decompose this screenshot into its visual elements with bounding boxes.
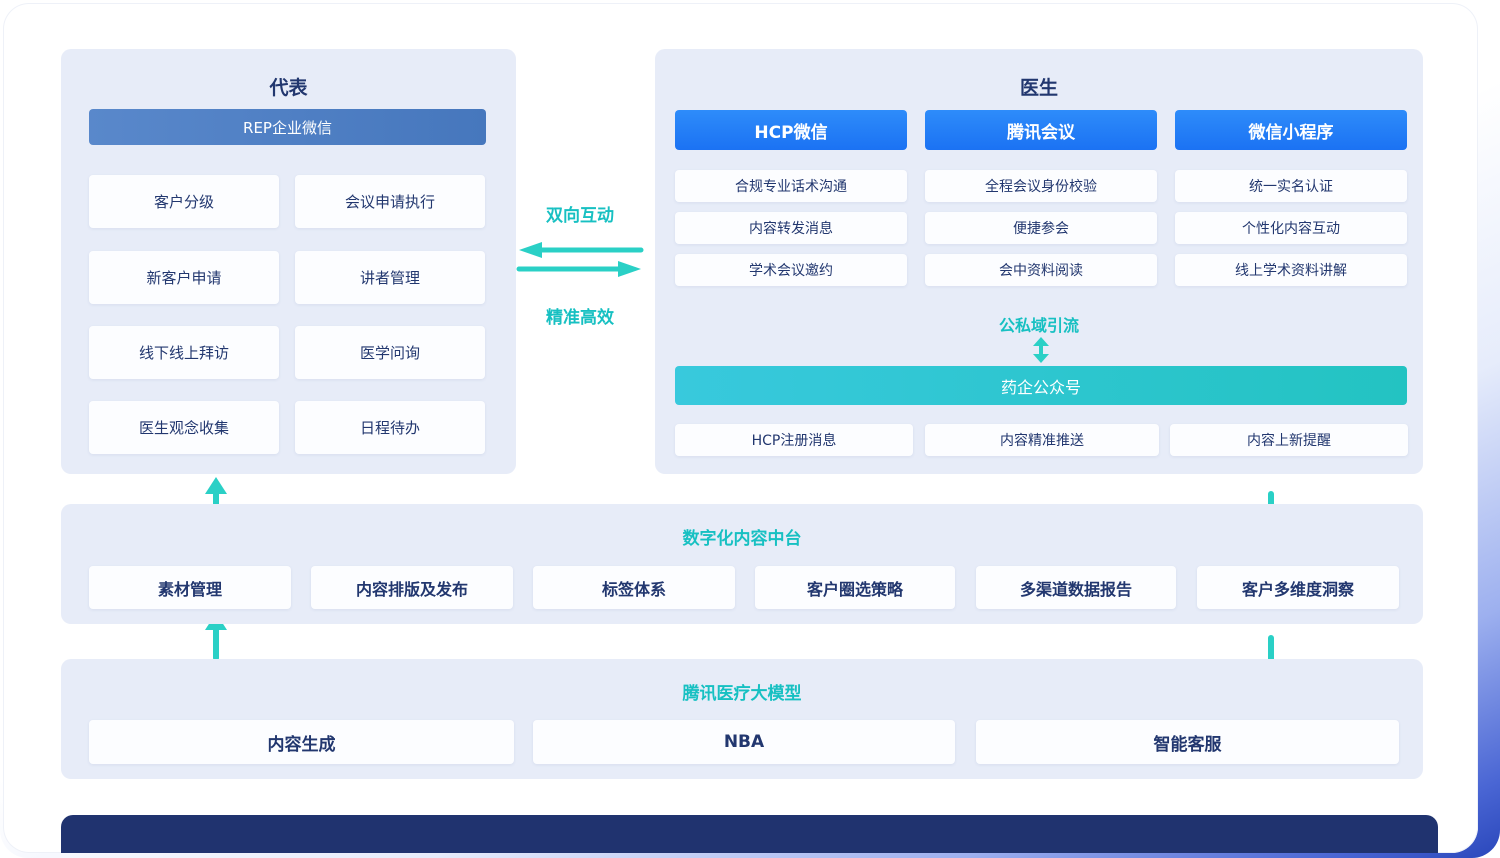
doctor-channel-item: 内容转发消息: [675, 212, 907, 244]
content-platform-item: 多渠道数据报告: [976, 566, 1176, 609]
doctor-channel-item: 会中资料阅读: [925, 254, 1157, 286]
panel-representative-title: 代表: [269, 77, 308, 99]
content-platform-item: 客户圈选策略: [755, 566, 955, 609]
rep-item: 医生观念收集: [89, 401, 279, 454]
model-item: 内容生成: [89, 720, 514, 764]
doctor-channel-item: 便捷参会: [925, 212, 1157, 244]
panel-representative: 代表 REP企业微信 客户分级 会议申请执行 新客户申请 讲者管理 线下线上拜访…: [61, 49, 516, 474]
rep-item: 会议申请执行: [295, 175, 485, 228]
content-platform-item: 内容排版及发布: [311, 566, 513, 609]
model-band-title: 腾讯医疗大模型: [682, 684, 802, 704]
doctor-channel-header: 微信小程序: [1175, 110, 1407, 150]
content-platform-item: 素材管理: [89, 566, 291, 609]
doctor-channel-item: 统一实名认证: [1175, 170, 1407, 202]
official-account-item: HCP注册消息: [675, 424, 913, 456]
doctor-channel-header: 腾讯会议: [925, 110, 1157, 150]
doctor-channel-header: HCP微信: [675, 110, 907, 150]
double-vertical-arrow-icon: [1033, 337, 1049, 363]
model-item: NBA: [533, 720, 955, 764]
panel-doctor: 医生 HCP微信 腾讯会议 微信小程序 合规专业话术沟通 内容转发消息 学术会议…: [655, 49, 1423, 474]
doctor-channel-item: 合规专业话术沟通: [675, 170, 907, 202]
content-platform-title: 数字化内容中台: [682, 529, 802, 549]
flow-label: 公私域引流: [998, 316, 1079, 335]
content-platform-band: 数字化内容中台 素材管理 内容排版及发布 标签体系 客户圈选策略 多渠道数据报告…: [61, 504, 1423, 624]
official-account-item: 内容上新提醒: [1170, 424, 1408, 456]
content-platform-item: 客户多维度洞察: [1197, 566, 1399, 609]
doctor-channel-item: 线上学术资料讲解: [1175, 254, 1407, 286]
rep-item: 新客户申请: [89, 251, 279, 304]
rep-item: 医学问询: [295, 326, 485, 379]
private-domain-banner: 药企公众号: [675, 366, 1407, 405]
official-account-item: 内容精准推送: [925, 424, 1159, 456]
bidirectional-arrow-icon: [516, 242, 644, 277]
doctor-channel-item: 学术会议邀约: [675, 254, 907, 286]
rep-item: 客户分级: [89, 175, 279, 228]
diagram-card: 代表 REP企业微信 客户分级 会议申请执行 新客户申请 讲者管理 线下线上拜访…: [3, 3, 1478, 853]
doctor-channel-item: 个性化内容互动: [1175, 212, 1407, 244]
rep-wecom-bar: REP企业微信: [89, 109, 486, 145]
connector-top-label: 双向互动: [546, 206, 614, 226]
model-band: 腾讯医疗大模型 内容生成 NBA 智能客服: [61, 659, 1423, 779]
doctor-channel-item: 全程会议身份校验: [925, 170, 1157, 202]
connector-bottom-label: 精准高效: [546, 308, 614, 328]
footer-bar: [61, 815, 1438, 853]
rep-item: 线下线上拜访: [89, 326, 279, 379]
content-platform-item: 标签体系: [533, 566, 735, 609]
panel-doctor-title: 医生: [1019, 77, 1058, 99]
model-item: 智能客服: [976, 720, 1399, 764]
rep-item: 讲者管理: [295, 251, 485, 304]
rep-item: 日程待办: [295, 401, 485, 454]
